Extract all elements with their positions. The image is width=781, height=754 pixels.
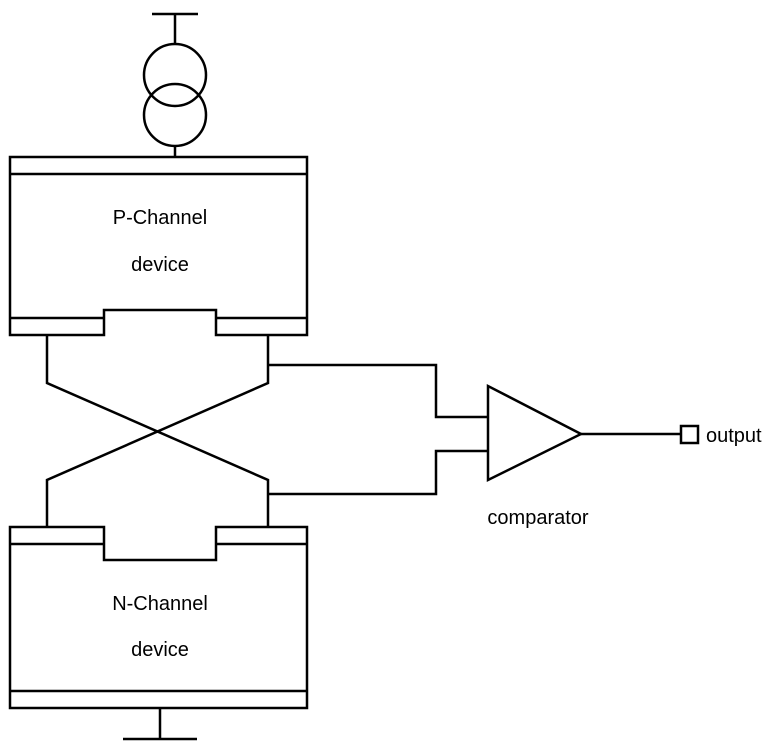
cross-coupled-wires bbox=[45, 335, 270, 527]
comparator-label: comparator bbox=[487, 507, 588, 529]
p-channel-label: P-Channel bbox=[113, 207, 208, 229]
output-terminal-icon[interactable] bbox=[679, 424, 700, 445]
supply-terminal bbox=[152, 12, 198, 45]
transformer-icon bbox=[142, 42, 208, 148]
p-channel-device bbox=[8, 155, 309, 337]
n-channel-device bbox=[8, 525, 309, 710]
n-channel-label: N-Channel bbox=[112, 593, 208, 615]
p-channel-device-label: device bbox=[131, 254, 189, 276]
n-channel-device-label: device bbox=[131, 639, 189, 661]
comparator-icon bbox=[486, 383, 584, 483]
comparator-input-wires bbox=[268, 363, 488, 496]
output-label: output bbox=[706, 425, 762, 447]
ground-terminal bbox=[123, 708, 197, 741]
